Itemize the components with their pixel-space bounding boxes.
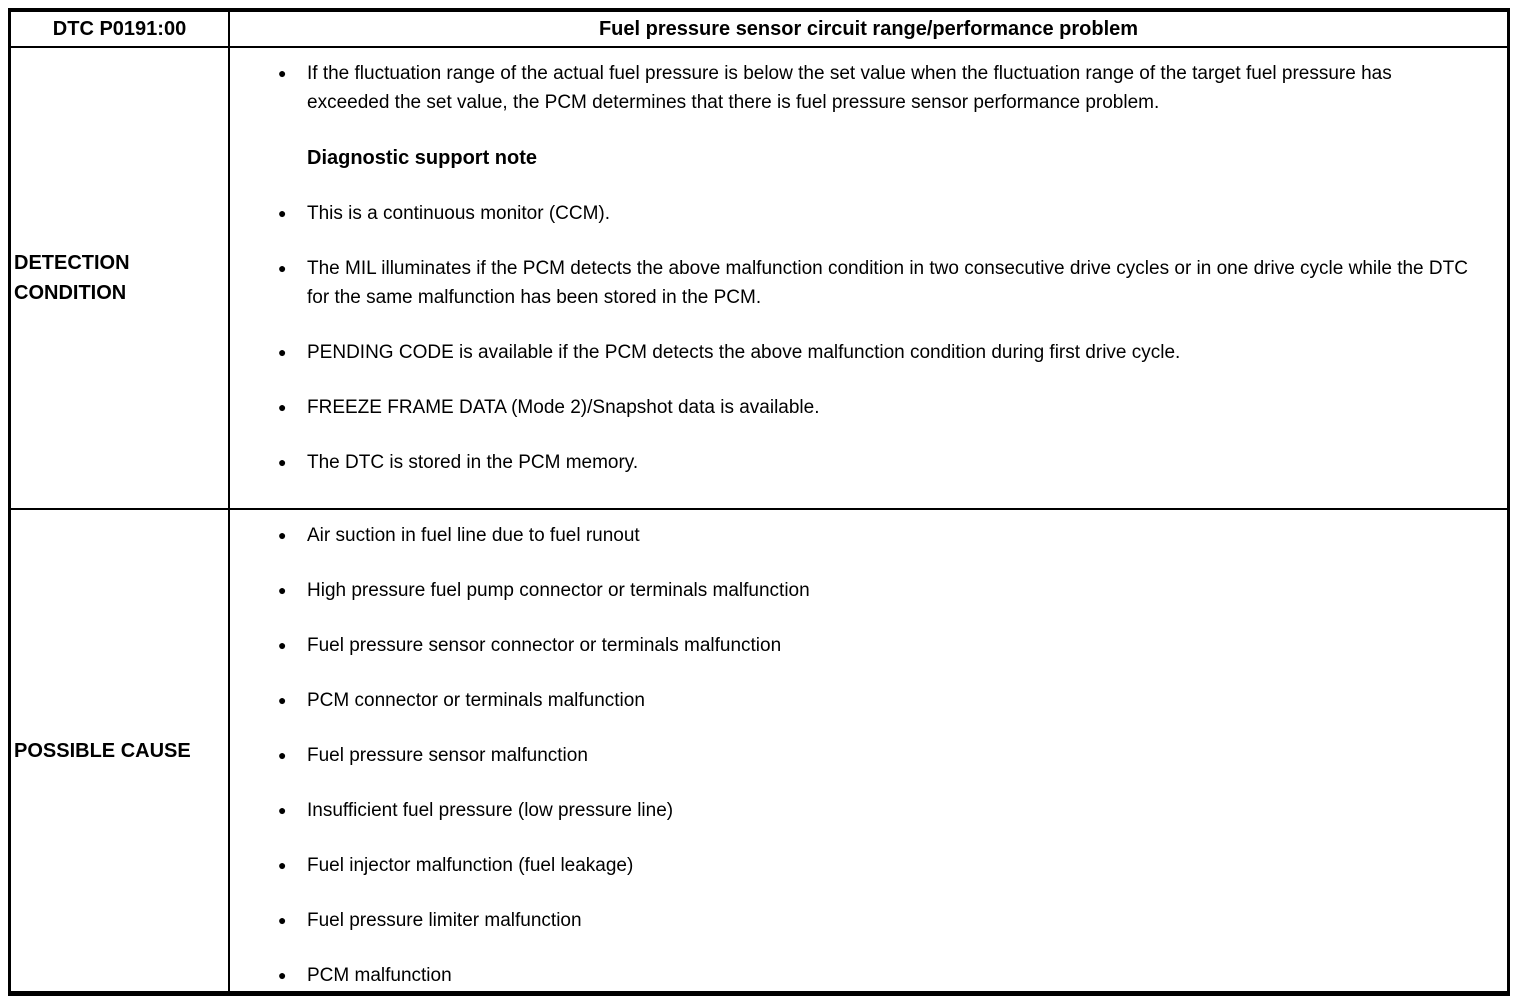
bullet-text: FREEZE FRAME DATA (Mode 2)/Snapshot data… [307, 397, 820, 418]
bullet-item: ● Fuel injector malfunction (fuel leakage… [230, 851, 1507, 880]
bullet-item: ● The DTC is stored in the PCM memory. [230, 448, 1507, 477]
bullet-text: Air suction in fuel line due to fuel run… [307, 525, 640, 546]
bullet-icon: ● [278, 967, 287, 983]
dtc-info-table: DTC P0191:00 Fuel pressure sensor circui… [8, 8, 1510, 996]
bullet-icon: ● [278, 65, 287, 81]
dtc-title-text: Fuel pressure sensor circuit range/perfo… [598, 17, 1139, 40]
bullet-text: Fuel injector malfunction (fuel leakage) [307, 855, 634, 876]
bullet-item: ● Fuel pressure limiter malfunction [230, 906, 1507, 935]
dtc-code-text: DTC P0191:00 [52, 17, 187, 40]
bullet-item: ● Insufficient fuel pressure (low pressur… [230, 796, 1507, 825]
bullet-icon: ● [278, 802, 287, 818]
bullet-text: The DTC is stored in the PCM memory. [307, 452, 639, 473]
bullet-text: High pressure fuel pump connector or ter… [307, 580, 810, 601]
bullet-item: ● This is a continuous monitor (CCM). [230, 199, 1507, 228]
bullet-item: ● PENDING CODE is available if the PCM de… [230, 338, 1507, 367]
bullet-icon: ● [278, 205, 287, 221]
bullet-text: Fuel pressure sensor connector or termin… [307, 635, 782, 656]
detection-condition-label: DETECTION CONDITION [14, 252, 130, 304]
bullet-icon: ● [278, 454, 287, 470]
bullet-text: PCM malfunction [307, 965, 452, 986]
bullet-icon: ● [278, 637, 287, 653]
bullet-item: ● FREEZE FRAME DATA (Mode 2)/Snapshot dat… [230, 393, 1507, 422]
bullet-icon: ● [278, 747, 287, 763]
bullet-icon: ● [278, 692, 287, 708]
dtc-title-cell: Fuel pressure sensor circuit range/perfo… [230, 12, 1507, 48]
bullet-text: PENDING CODE is available if the PCM det… [307, 342, 1181, 363]
detection-condition-label-cell: DETECTION CONDITION [11, 48, 230, 510]
bullet-icon: ● [278, 527, 287, 543]
bullet-item: ● PCM connector or terminals malfunction [230, 686, 1507, 715]
detection-condition-content-cell: ● If the fluctuation range of the actual … [230, 48, 1507, 510]
bullet-text: This is a continuous monitor (CCM). [307, 203, 611, 224]
possible-cause-content-cell: ● Air suction in fuel line due to fuel ru… [230, 510, 1507, 991]
dtc-code-cell: DTC P0191:00 [11, 12, 230, 48]
bullet-icon: ● [278, 857, 287, 873]
bullet-icon: ● [278, 260, 287, 276]
bullet-item: ● Fuel pressure sensor connector or termi… [230, 631, 1507, 660]
bullet-icon: ● [278, 399, 287, 415]
bullet-item: ● Fuel pressure sensor malfunction [230, 741, 1507, 770]
diagnostic-support-note-heading: Diagnostic support note [307, 147, 537, 169]
bullet-text: Fuel pressure sensor malfunction [307, 745, 588, 766]
bullet-text: PCM connector or terminals malfunction [307, 690, 645, 711]
bullet-item: ● PCM malfunction [230, 961, 1507, 990]
bullet-text: If the fluctuation range of the actual f… [307, 63, 1392, 113]
bullet-icon: ● [278, 344, 287, 360]
bullet-item: ● The MIL illuminates if the PCM detects … [230, 254, 1507, 312]
bullet-text: Insufficient fuel pressure (low pressure… [307, 800, 674, 821]
bullet-icon: ● [278, 582, 287, 598]
possible-cause-label: POSSIBLE CAUSE [14, 739, 191, 762]
bullet-icon: ● [278, 912, 287, 928]
bullet-item: ● High pressure fuel pump connector or te… [230, 576, 1507, 605]
bullet-text: The MIL illuminates if the PCM detects t… [307, 258, 1468, 308]
bullet-text: Fuel pressure limiter malfunction [307, 910, 582, 931]
bullet-item: ● If the fluctuation range of the actual … [230, 59, 1507, 117]
possible-cause-label-cell: POSSIBLE CAUSE [11, 510, 230, 991]
bullet-item: ● Air suction in fuel line due to fuel ru… [230, 521, 1507, 550]
